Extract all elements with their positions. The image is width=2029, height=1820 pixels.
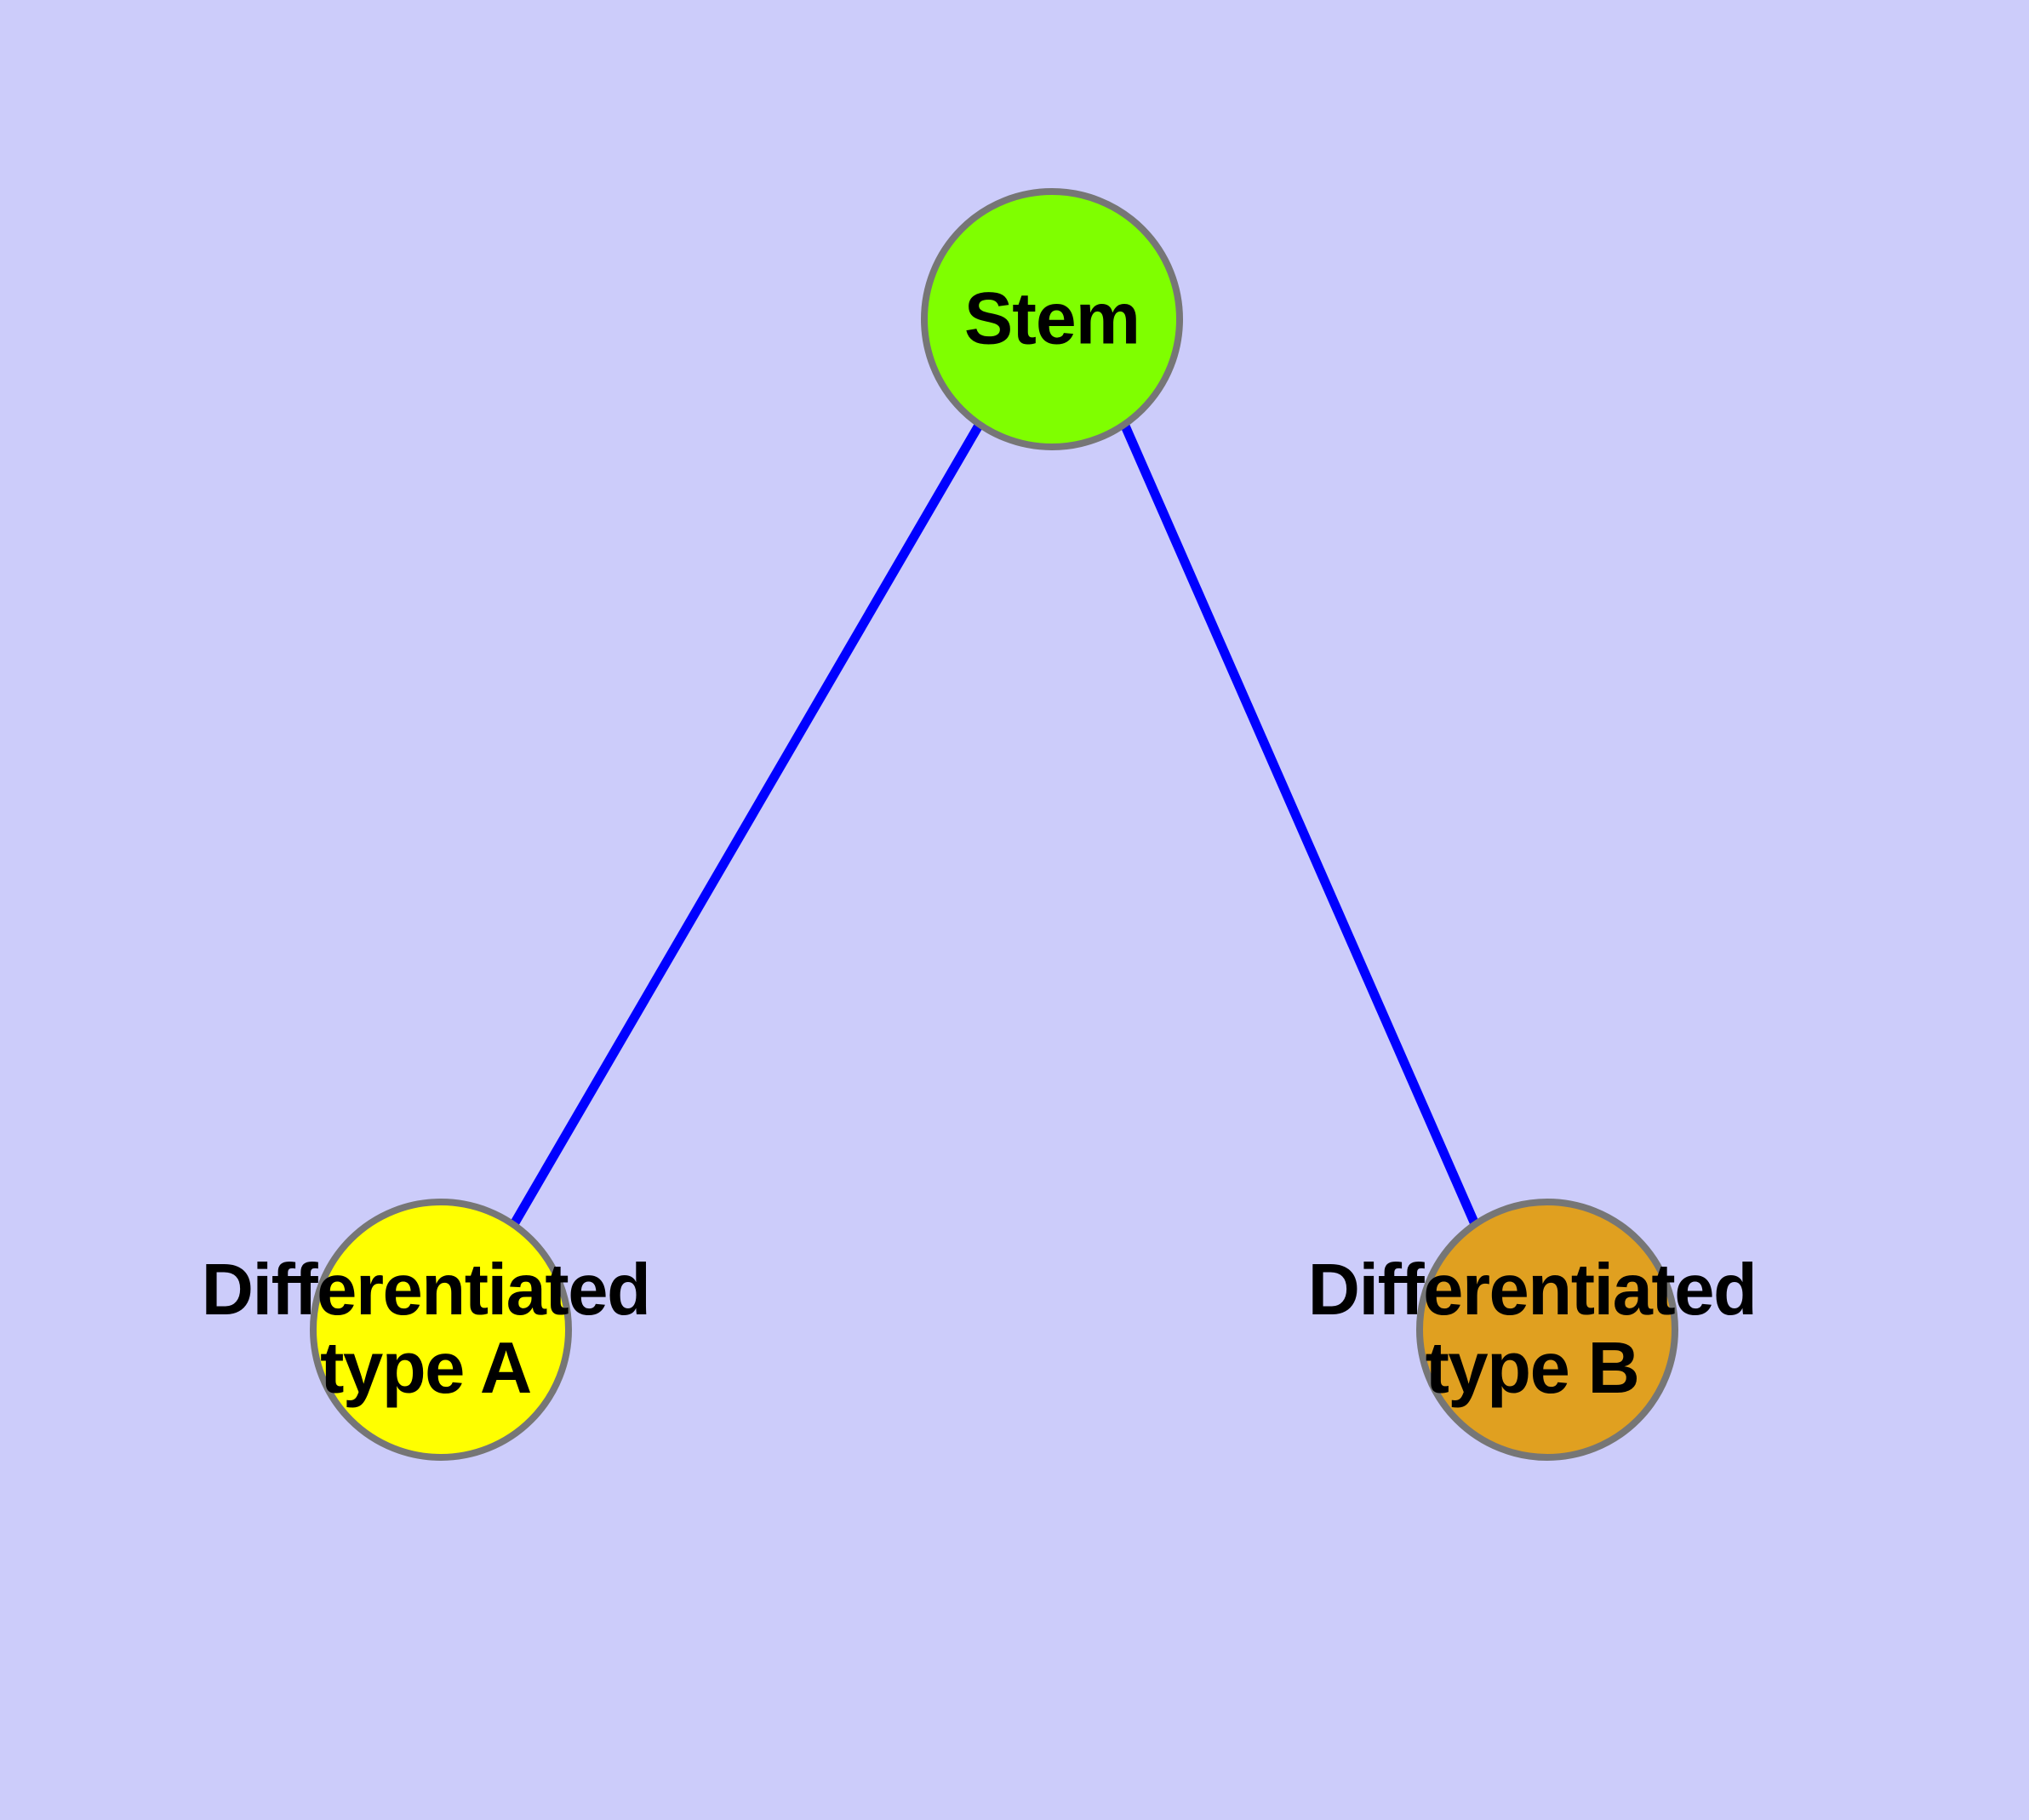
- node-differentiated-type-b[interactable]: [1416, 1199, 1678, 1461]
- edge-stem-to-differentiated-type-a: [510, 421, 984, 1227]
- node-stem[interactable]: [921, 188, 1183, 450]
- node-differentiated-type-a[interactable]: [310, 1199, 572, 1461]
- edge-stem-to-differentiated-type-b: [1119, 421, 1480, 1227]
